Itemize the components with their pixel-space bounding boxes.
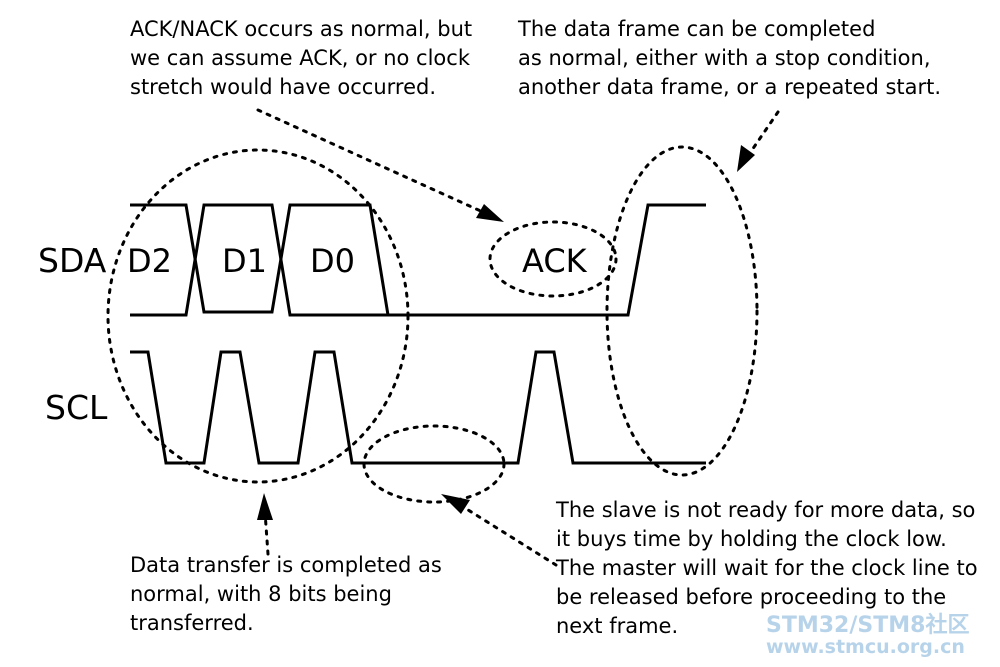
clock-stretch-note-line: be released before proceeding to the xyxy=(556,585,947,609)
frame-end-note-line: The data frame can be completed xyxy=(518,17,876,41)
data-transfer-note-line: Data transfer is completed as xyxy=(130,553,442,577)
sda-label: SDA xyxy=(38,241,107,280)
ack-note: ACK/NACK occurs as normal, but we can as… xyxy=(130,15,472,102)
frame-end-arrowhead xyxy=(737,145,755,172)
sda-waveform-low xyxy=(130,203,388,317)
ack-ellipse xyxy=(488,220,618,298)
frame-end-note-line: another data frame, or a repeated start. xyxy=(518,75,942,99)
clock-stretch-note-line: The slave is not ready for more data, so xyxy=(556,498,976,522)
ack-note-line: stretch would have occurred. xyxy=(130,75,437,99)
scl-waveform xyxy=(130,350,706,465)
data-transfer-ellipse xyxy=(106,148,410,484)
frame-end-note-line: as normal, either with a stop condition, xyxy=(518,46,931,70)
bit-label-d0: D0 xyxy=(310,242,355,280)
bit-label-d1: D1 xyxy=(222,242,267,280)
bit-label-d2: D2 xyxy=(127,242,172,280)
ack-pointer-line xyxy=(256,108,487,215)
data-transfer-note-line: transferred. xyxy=(130,611,254,635)
stretch-pointer-line xyxy=(463,506,558,567)
ack-note-line: we can assume ACK, or no clock xyxy=(130,46,470,70)
watermark-title: STM32/STM8社区 xyxy=(766,613,970,638)
ack-arrowhead xyxy=(476,204,504,222)
transfer-pointer-line xyxy=(263,510,270,556)
clock-stretch-ellipse xyxy=(362,424,506,504)
ack-note-line: ACK/NACK occurs as normal, but xyxy=(130,17,473,41)
data-transfer-note: Data transfer is completed as normal, wi… xyxy=(130,551,442,638)
ack-label: ACK xyxy=(522,242,587,280)
data-transfer-note-line: normal, with 8 bits being xyxy=(130,582,392,606)
clock-stretch-note-line: it buys time by holding the clock low. xyxy=(556,527,947,551)
frame-end-pointer-line xyxy=(750,110,780,152)
frame-end-note: The data frame can be completed as norma… xyxy=(518,15,941,102)
clock-stretch-note-line: The master will wait for the clock line … xyxy=(556,556,978,580)
transfer-arrowhead xyxy=(257,493,273,520)
stretch-arrowhead xyxy=(441,494,470,514)
watermark-url: www.stmcu.org.cn xyxy=(766,636,965,658)
clock-stretch-note: The slave is not ready for more data, so… xyxy=(556,496,978,641)
clock-stretch-note-line: next frame. xyxy=(556,614,679,638)
scl-label: SCL xyxy=(45,388,108,427)
frame-end-ellipse xyxy=(605,145,759,477)
